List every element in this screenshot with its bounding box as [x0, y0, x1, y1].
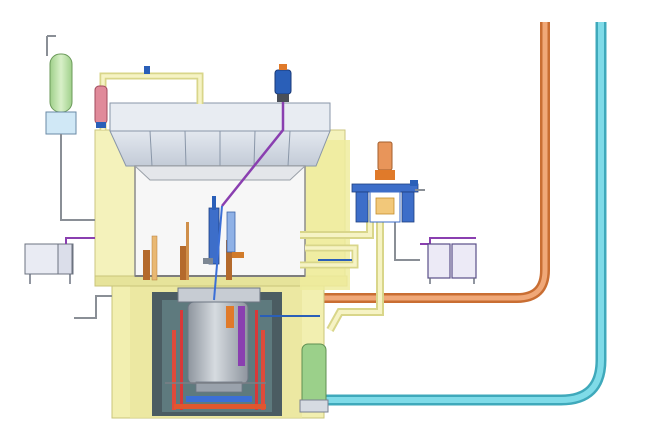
reactor-vessel: [165, 287, 266, 410]
green-drain-tank: [299, 343, 329, 413]
orange-pipe: [300, 22, 550, 303]
left-auxiliary-box: [24, 237, 112, 319]
gas-storage-tank: [45, 35, 95, 221]
cyan-pipe: [320, 22, 607, 406]
right-auxiliary-boxes: [420, 237, 477, 284]
shield-block: [109, 102, 331, 167]
pump-assembly: [351, 141, 425, 223]
red-pressurizer: [94, 85, 108, 128]
top-motor-drive: [274, 64, 292, 102]
drive-rod: [213, 100, 285, 301]
